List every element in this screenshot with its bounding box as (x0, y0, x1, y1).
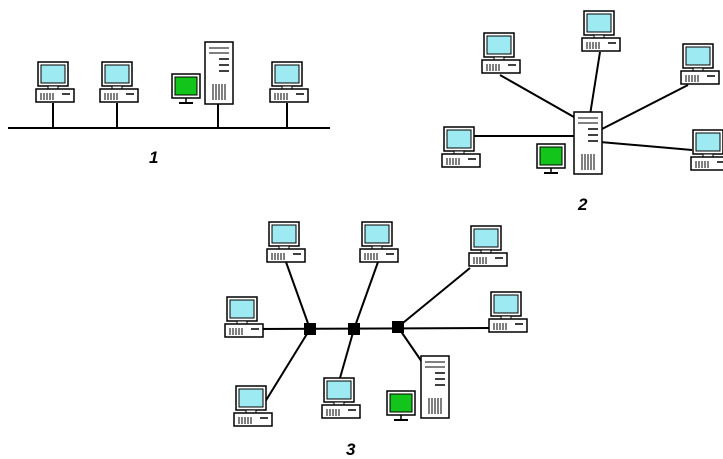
hub-icon (304, 323, 316, 335)
server-icon (573, 111, 603, 175)
server-icon (420, 355, 450, 419)
diagram-label-star: 2 (577, 195, 588, 214)
workstation-icon (690, 129, 723, 171)
star-cable (599, 141, 693, 151)
server-monitor-icon (386, 390, 416, 421)
tree-branch-cable (353, 261, 379, 330)
star-cable (589, 51, 601, 116)
workstation-icon (266, 221, 306, 263)
tree-branch-cable (397, 267, 471, 328)
diagram-label-bus: 1 (149, 148, 158, 167)
workstation-icon (481, 32, 521, 74)
tree-branch-cable (264, 328, 311, 403)
hub-icon (348, 323, 360, 335)
workstation-icon (224, 296, 264, 338)
server-monitor-icon (536, 143, 566, 174)
workstation-icon (488, 291, 528, 333)
workstation-icon (269, 61, 309, 103)
tree-backbone-cable (254, 327, 491, 330)
tree-branch-cable (339, 328, 355, 379)
workstation-icon (99, 61, 139, 103)
tree-topology: 3 (224, 221, 528, 459)
workstation-icon (359, 221, 399, 263)
star-cable (599, 84, 689, 131)
workstation-icon (35, 61, 75, 103)
bus-topology: 1 (8, 41, 330, 167)
workstation-icon (468, 225, 508, 267)
server-icon (204, 41, 234, 105)
hub-icon (392, 321, 404, 333)
workstation-icon (321, 377, 361, 419)
workstation-icon (233, 385, 273, 427)
workstation-icon (680, 43, 720, 85)
server-monitor-icon (171, 73, 201, 104)
workstation-icon (581, 10, 621, 52)
workstation-icon (441, 126, 481, 168)
diagram-label-tree: 3 (346, 440, 356, 459)
star-topology: 2 (441, 10, 723, 214)
tree-branch-cable (285, 261, 311, 330)
